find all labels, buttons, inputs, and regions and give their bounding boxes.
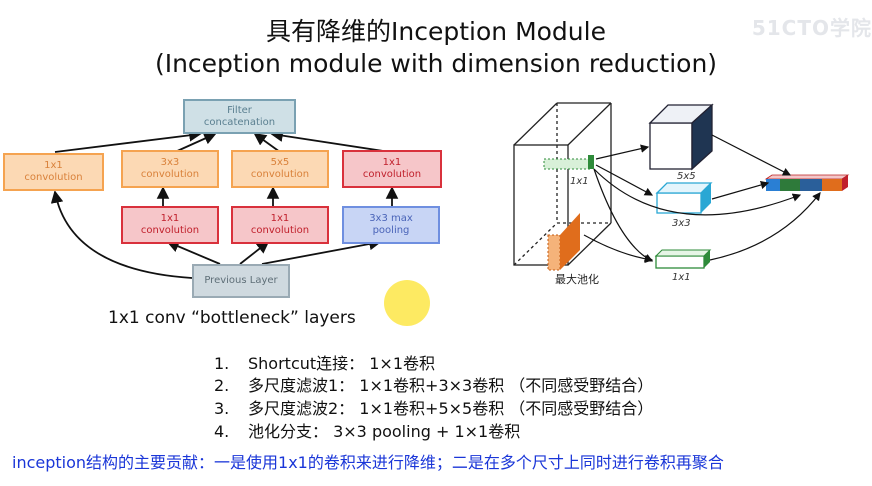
slab-3x3 bbox=[655, 182, 713, 214]
reduce-1x1-box-b: 1x1 convolution bbox=[231, 206, 329, 244]
pool-proj-1x1-box: 1x1 convolution bbox=[342, 150, 442, 188]
previous-layer-box: Previous Layer bbox=[192, 264, 290, 298]
conv-1x1-box: 1x1 convolution bbox=[3, 153, 104, 191]
list-number: 2. bbox=[214, 376, 230, 395]
list-text: 多尺度滤波2： 1×1卷积+5×5卷积 （不同感受野结合） bbox=[248, 399, 654, 418]
bottleneck-caption: 1x1 conv “bottleneck” layers bbox=[108, 308, 356, 328]
slab-1x1-bottom bbox=[654, 249, 712, 269]
slide-title: 具有降维的Inception Module bbox=[266, 17, 606, 46]
watermark-logo: 51CTO学院 bbox=[751, 16, 872, 40]
inner-1x1-slab bbox=[543, 155, 594, 170]
hand-label-1x1-inner: 1x1 bbox=[570, 176, 589, 187]
tensor-diagram bbox=[513, 102, 850, 271]
list-item: 3. 多尺度滤波2： 1×1卷积+5×5卷积 （不同感受野结合） bbox=[214, 398, 653, 420]
list-item: 4. 池化分支： 3×3 pooling + 1×1卷积 bbox=[214, 421, 520, 443]
reduce-1x1-box-a: 1x1 convolution bbox=[121, 206, 219, 244]
hand-label-5x5: 5x5 bbox=[677, 171, 696, 182]
list-number: 4. bbox=[214, 422, 230, 441]
list-number: 1. bbox=[214, 354, 230, 373]
cube-5x5 bbox=[648, 103, 714, 171]
concat-output-bar bbox=[764, 174, 850, 191]
filter-concat-box: Filter concatenation bbox=[183, 99, 296, 134]
list-text: 池化分支： 3×3 pooling + 1×1卷积 bbox=[248, 422, 521, 441]
list-text: 多尺度滤波1： 1×1卷积+3×3卷积 （不同感受野结合） bbox=[248, 376, 654, 395]
list-text: Shortcut连接： 1×1卷积 bbox=[248, 354, 436, 373]
list-number: 3. bbox=[214, 399, 230, 418]
cursor-highlight bbox=[384, 280, 430, 326]
list-item: 2. 多尺度滤波1： 1×1卷积+3×3卷积 （不同感受野结合） bbox=[214, 375, 653, 397]
summary-text: inception结构的主要贡献：一是使用1x1的卷积来进行降维；二是在多个尺寸… bbox=[12, 453, 724, 472]
inception-arrows bbox=[50, 129, 399, 279]
hand-label-3x3: 3x3 bbox=[672, 218, 691, 229]
hand-label-1x1-out: 1x1 bbox=[672, 272, 691, 283]
conv-5x5-box: 5x5 convolution bbox=[231, 150, 329, 188]
max-pooling-label: 最大池化 bbox=[555, 273, 599, 286]
max-pooling-box: 3x3 max pooling bbox=[342, 206, 440, 244]
list-item: 1. Shortcut连接： 1×1卷积 bbox=[214, 353, 435, 375]
conv-3x3-box: 3x3 convolution bbox=[121, 150, 219, 188]
slide-subtitle: (Inception module with dimension reducti… bbox=[154, 49, 718, 78]
pool-slab bbox=[547, 213, 580, 271]
